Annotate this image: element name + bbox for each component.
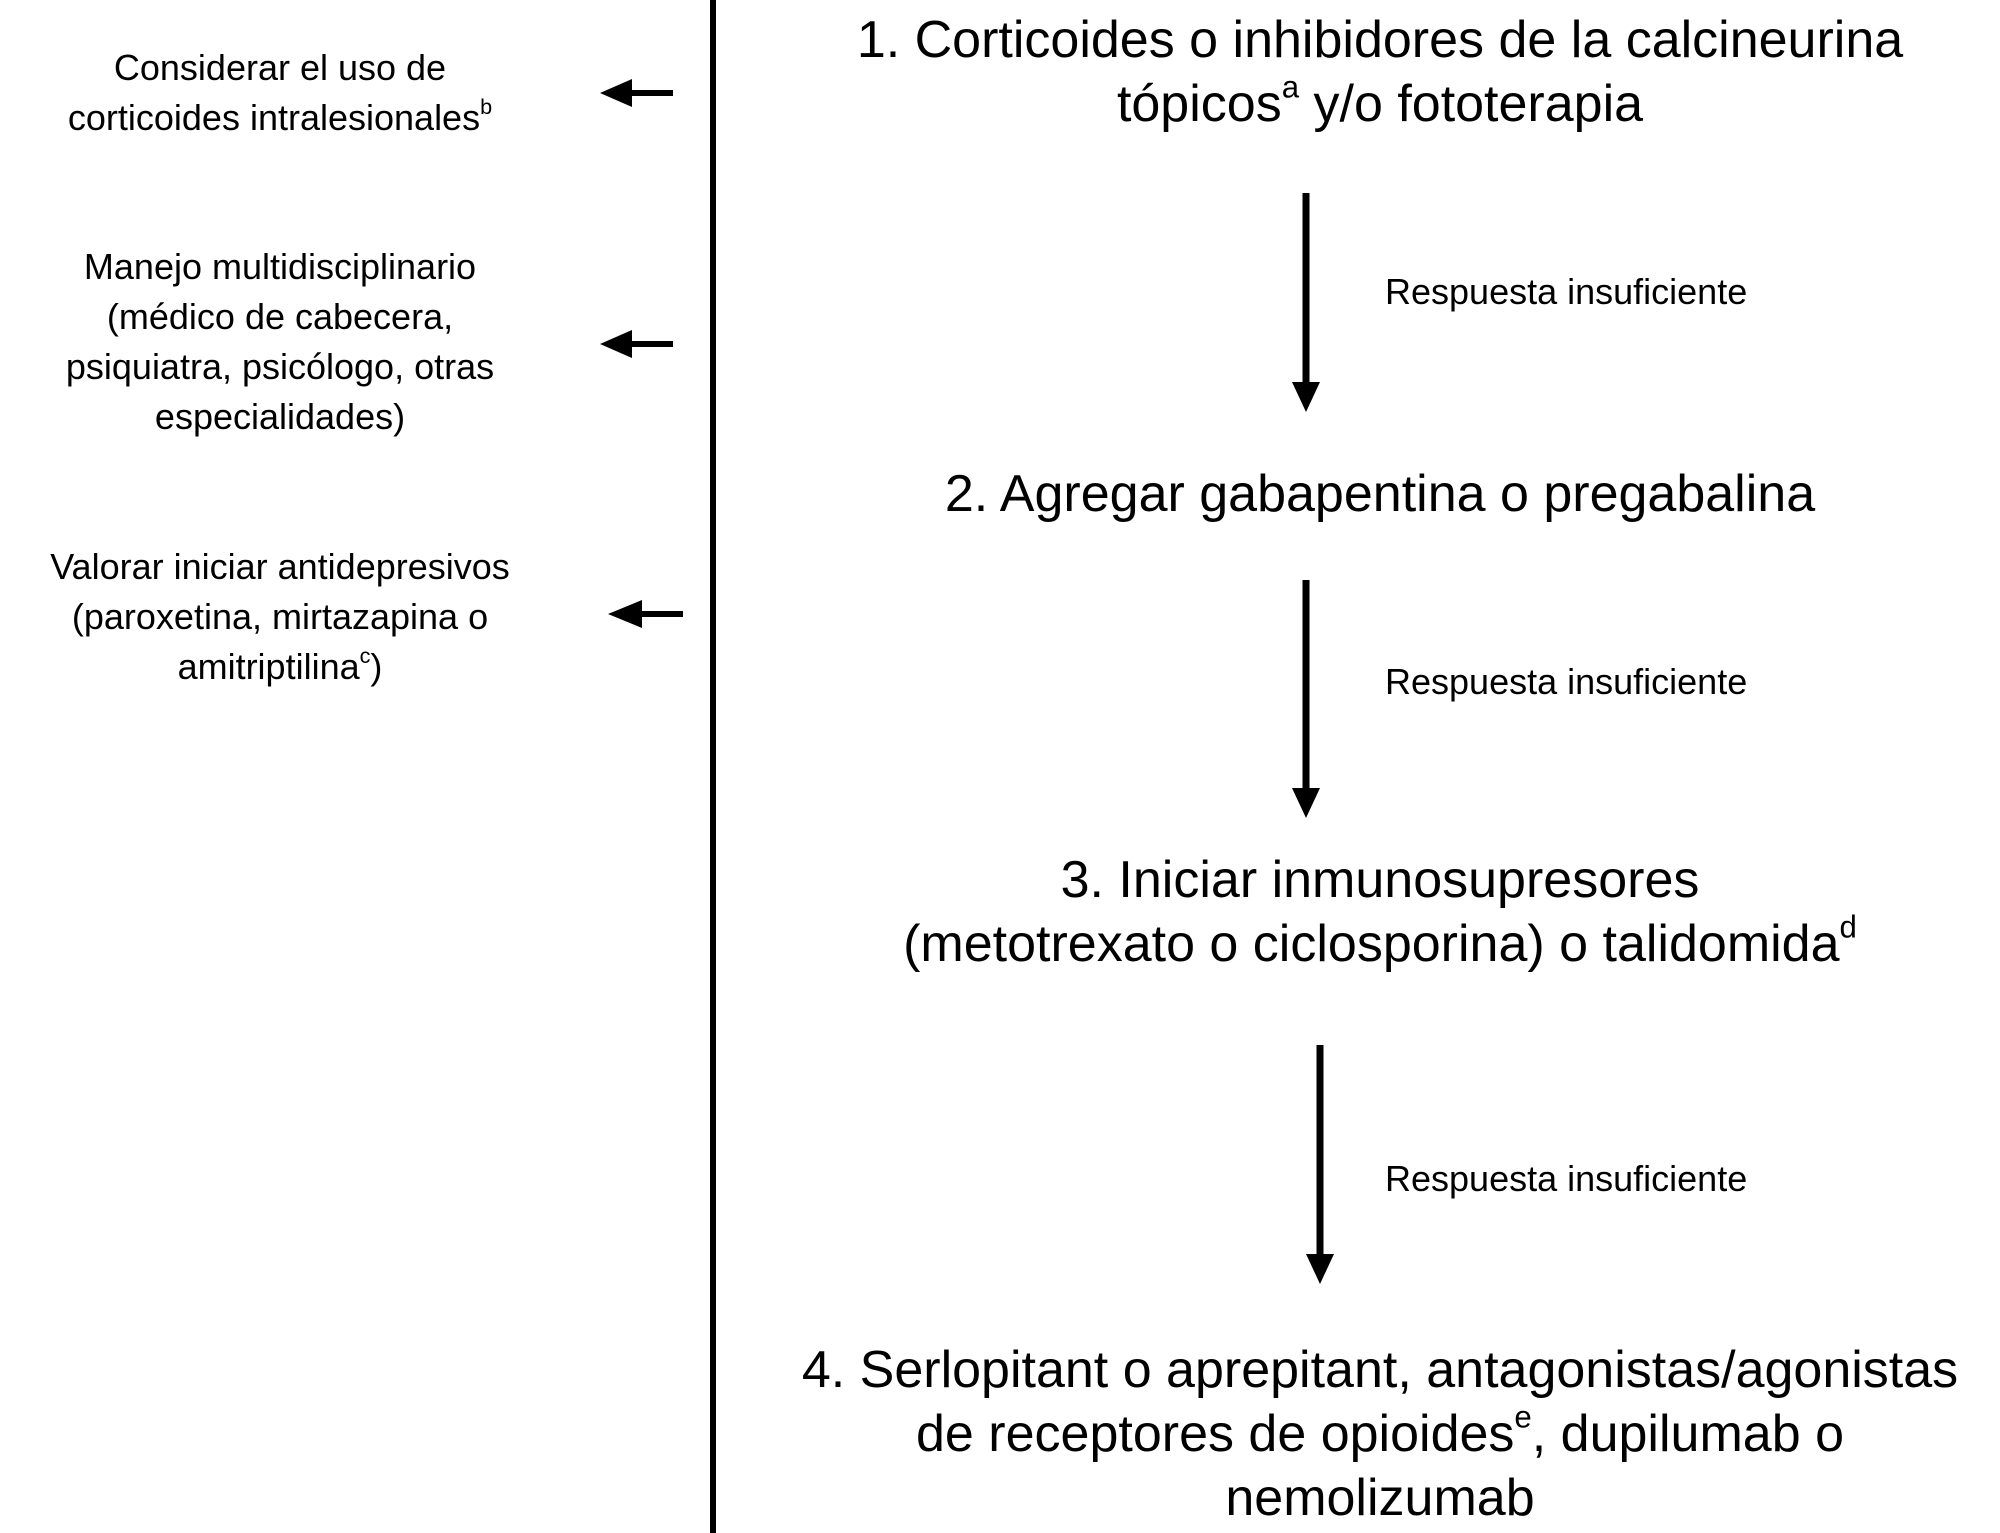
down-arrow-3 xyxy=(1306,1045,1334,1284)
left-arrow-3 xyxy=(608,600,683,628)
step-3-box: 3. Iniciar inmunosupresores (metotrexato… xyxy=(760,848,2000,976)
side-note-line: (médico de cabecera, xyxy=(106,296,454,337)
side-note-antidepressants: Valorar iniciar antidepresivos (paroxeti… xyxy=(0,542,560,692)
step-1-line-2: tópicosa y/o fototerapia xyxy=(760,72,2000,136)
transition-label-2: Respuesta insuficiente xyxy=(1385,661,1748,702)
step-4-box: 4. Serlopitant o aprepitant, antagonista… xyxy=(760,1338,2000,1530)
step-text: , dupilumab o xyxy=(1531,1405,1844,1463)
step-4-line-3: nemolizumab xyxy=(1225,1469,1535,1527)
footnote-marker: d xyxy=(1839,909,1857,945)
side-note-multidisciplinary: Manejo multidisciplinario (médico de cab… xyxy=(0,242,560,442)
step-1-line-1: 1. Corticoides o inhibidores de la calci… xyxy=(856,11,1904,69)
step-1-box: 1. Corticoides o inhibidores de la calci… xyxy=(760,8,2000,136)
step-text: tópicos xyxy=(1116,75,1282,133)
side-note-line-text: corticoides intralesionales xyxy=(67,97,481,138)
side-note-line: corticoides intralesionalesb xyxy=(0,93,560,143)
side-note-line: Considerar el uso de xyxy=(113,47,447,88)
side-note-line: Manejo multidisciplinario xyxy=(83,246,477,287)
down-arrow-1 xyxy=(1292,193,1320,412)
step-4-line-2: de receptores de opioidese, dupilumab o xyxy=(760,1402,2000,1466)
side-note-line: Valorar iniciar antidepresivos xyxy=(50,546,510,587)
footnote-marker: c xyxy=(359,642,371,668)
footnote-marker: b xyxy=(480,93,493,119)
vertical-divider-line xyxy=(710,0,716,1533)
step-text: de receptores de opioides xyxy=(916,1405,1515,1463)
step-3-line-2: (metotrexato o ciclosporina) o talidomid… xyxy=(760,912,2000,976)
step-text: y/o fototerapia xyxy=(1299,75,1644,133)
left-arrow-1 xyxy=(600,79,673,107)
transition-label-3: Respuesta insuficiente xyxy=(1385,1158,1748,1199)
side-note-line-text: amitriptilina xyxy=(177,646,360,687)
step-2-box: 2. Agregar gabapentina o pregabalina xyxy=(760,462,2000,526)
step-3-line-1: 3. Iniciar inmunosupresores xyxy=(1060,851,1700,909)
side-note-line: amitriptilinac) xyxy=(0,642,560,692)
side-note-line: (paroxetina, mirtazapina o xyxy=(71,596,489,637)
side-note-line: psiquiatra, psicólogo, otras xyxy=(65,346,495,387)
step-text: (metotrexato o ciclosporina) o talidomid… xyxy=(903,915,1840,973)
step-2-line-1: 2. Agregar gabapentina o pregabalina xyxy=(944,465,1816,523)
step-4-line-1: 4. Serlopitant o aprepitant, antagonista… xyxy=(801,1341,1959,1399)
side-note-line: especialidades) xyxy=(154,396,406,437)
side-note-line-text: ) xyxy=(370,646,383,687)
transition-label-1: Respuesta insuficiente xyxy=(1385,271,1748,312)
down-arrow-2 xyxy=(1292,580,1320,818)
left-arrow-2 xyxy=(600,330,673,358)
footnote-marker: e xyxy=(1514,1399,1532,1435)
footnote-marker: a xyxy=(1281,69,1300,105)
side-note-intralesional-corticoids: Considerar el uso de corticoides intrale… xyxy=(0,43,560,143)
